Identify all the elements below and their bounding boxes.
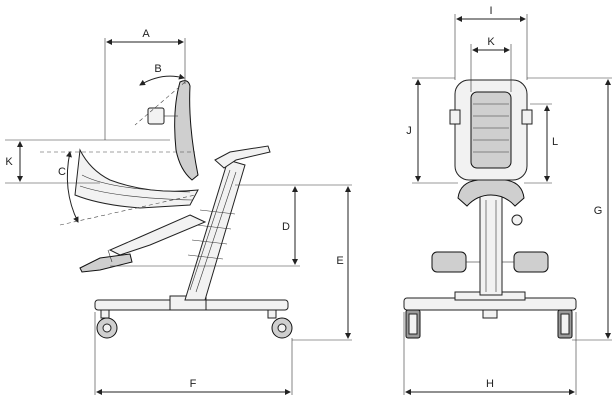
front-caster-right <box>557 309 573 339</box>
label-d: D <box>282 221 290 233</box>
dimension-f: F <box>94 312 293 395</box>
side-footrest <box>79 214 207 273</box>
label-b: B <box>154 63 161 75</box>
front-caster-left <box>405 309 421 339</box>
dimension-h: H <box>403 312 577 395</box>
label-f: F <box>190 378 197 390</box>
front-backrest <box>449 79 533 181</box>
front-column <box>479 194 523 296</box>
side-base <box>94 295 293 339</box>
dimension-d: D <box>110 184 300 267</box>
label-k-side: K <box>5 156 13 168</box>
label-a: A <box>142 28 150 40</box>
dimension-k-front: K <box>470 36 512 92</box>
dimension-b: B <box>134 63 186 126</box>
front-seat <box>457 179 525 207</box>
side-view: A B K C D <box>5 28 352 395</box>
dimension-a: A <box>104 28 186 140</box>
label-g: G <box>594 205 603 217</box>
label-c: C <box>58 166 66 178</box>
dimension-k-side: K <box>5 139 170 184</box>
front-footrests <box>431 251 549 273</box>
dimension-c: C <box>40 151 196 226</box>
dimension-g: G <box>527 77 612 341</box>
dimension-l: L <box>524 103 558 184</box>
side-backrest <box>147 80 199 181</box>
side-seat <box>74 148 199 209</box>
dimension-i: I <box>454 5 528 80</box>
front-base <box>403 291 577 339</box>
label-i: I <box>489 5 492 17</box>
side-caster-right <box>267 309 293 339</box>
label-l: L <box>552 136 558 148</box>
label-k-front: K <box>487 36 495 48</box>
label-j: J <box>406 125 412 137</box>
dimension-j: J <box>406 77 458 184</box>
side-column <box>184 145 271 301</box>
front-view: I K J L G <box>403 5 612 395</box>
label-e: E <box>336 255 343 267</box>
label-h: H <box>486 378 494 390</box>
side-caster-left <box>96 309 118 339</box>
dimension-e: E <box>292 184 352 341</box>
